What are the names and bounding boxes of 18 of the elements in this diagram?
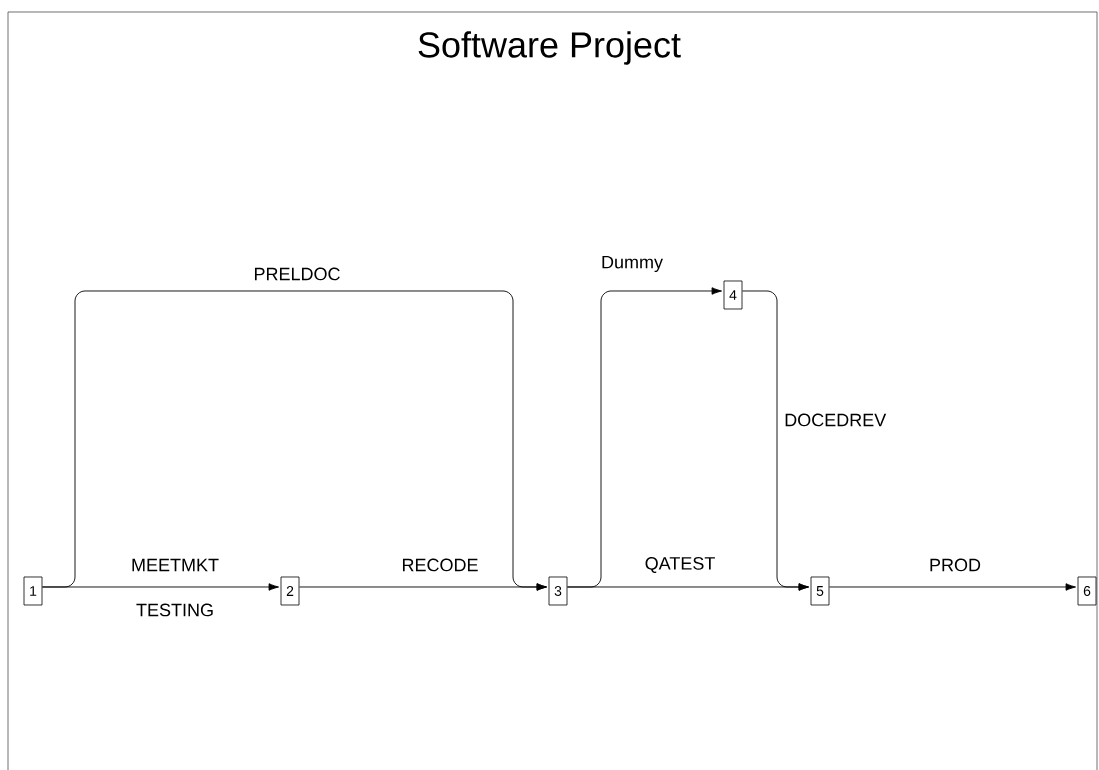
edge-label: QATEST bbox=[643, 556, 717, 574]
title: Software Project bbox=[418, 31, 681, 65]
edge-label: PROD bbox=[928, 557, 982, 573]
arrow bbox=[741, 290, 809, 591]
arrow bbox=[298, 583, 547, 591]
event-box: 1 bbox=[23, 576, 43, 606]
edge-label: PRELDOC bbox=[252, 266, 342, 282]
edge-label: DOCEDREV bbox=[783, 412, 888, 428]
activity-label: TESTING bbox=[136, 603, 213, 617]
edge-label: MEETMKT bbox=[130, 557, 220, 573]
event-box: 4 bbox=[723, 280, 743, 310]
event-box: 5 bbox=[810, 576, 830, 606]
event-box: 2 bbox=[280, 576, 300, 606]
event-box: 3 bbox=[548, 576, 568, 606]
event-box: 6 bbox=[1077, 576, 1097, 606]
edge-label: RECODE bbox=[400, 557, 480, 573]
arrow bbox=[828, 583, 1076, 591]
edge-label: Dummy bbox=[600, 254, 664, 274]
